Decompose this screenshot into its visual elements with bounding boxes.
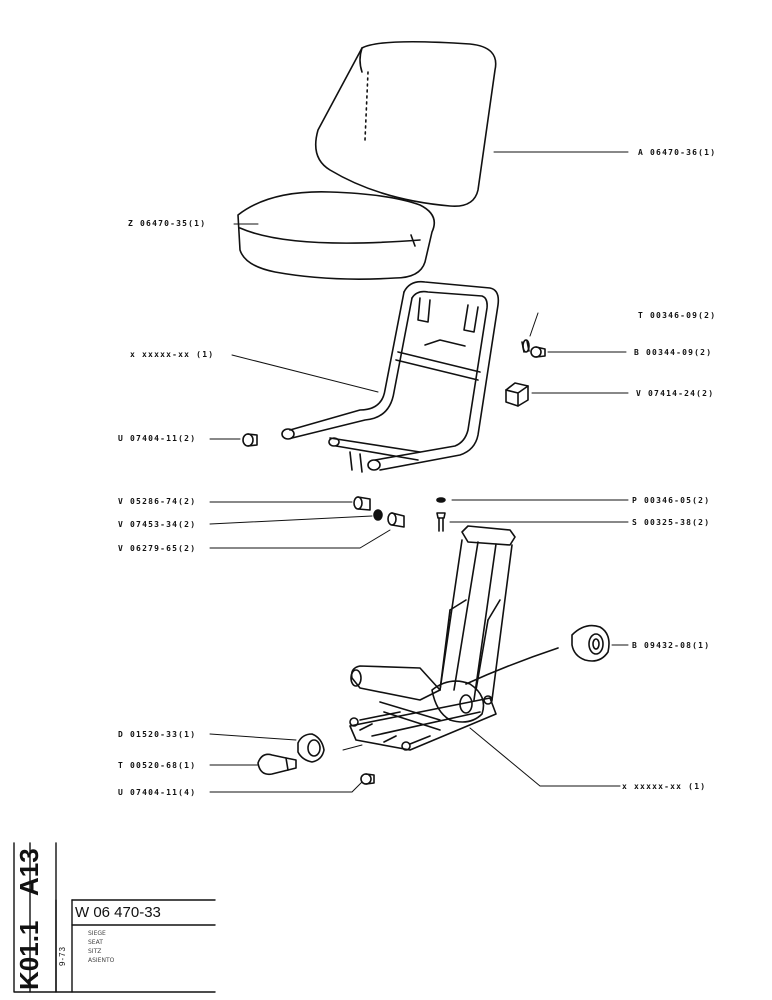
part-label-v06279: V 06279-65(2) — [118, 544, 197, 553]
part-label-p00346: P 00346-05(2) — [632, 496, 711, 505]
nut-d01520 — [297, 733, 325, 763]
page-code: K01.1 — [14, 920, 44, 990]
cap-u07404-lower — [360, 773, 375, 785]
description-es: ASIENTO — [88, 957, 115, 964]
bolt-b00344 — [530, 346, 546, 358]
part-label-s00325: S 00325-38(2) — [632, 518, 711, 527]
part-label-u07404-4: U 07404-11(4) — [118, 788, 197, 797]
knob-b09432 — [465, 624, 610, 685]
part-label-a06470: A 06470-36(1) — [638, 148, 717, 157]
title-block-frame — [13, 842, 216, 993]
part-label-frame-top: x xxxxx-xx (1) — [130, 350, 215, 359]
cap-u07404 — [242, 433, 258, 447]
part-label-u07404-2: U 07404-11(2) — [118, 434, 197, 443]
part-label-b09432: B 09432-08(1) — [632, 641, 711, 650]
description-de: SITZ — [88, 948, 102, 955]
spacer-v05286 — [353, 496, 371, 511]
part-label-v07453: V 07453-34(2) — [118, 520, 197, 529]
upper-seat-frame — [281, 280, 500, 473]
part-label-b00344: B 00344-09(2) — [634, 348, 713, 357]
leader-lines — [209, 151, 629, 793]
washer-v07453 — [373, 509, 383, 521]
section-code: A13 — [14, 848, 44, 896]
knob-t00520 — [257, 753, 297, 776]
part-label-v05286: V 05286-74(2) — [118, 497, 197, 506]
part-label-t00346: T 00346-09(2) — [638, 311, 717, 320]
part-label-t00520: T 00520-68(1) — [118, 761, 197, 770]
seat-cushion — [237, 191, 436, 280]
part-label-z06470: Z 06470-35(1) — [128, 219, 207, 228]
drawing-number: W 06 470-33 — [75, 904, 161, 921]
screw-s00325 — [436, 512, 446, 532]
description-en: SEAT — [88, 939, 103, 946]
pin-p00346 — [436, 497, 446, 503]
suspension-base — [349, 525, 516, 751]
description-fr: SIEGE — [88, 930, 106, 937]
bolt-t00346 — [521, 339, 530, 353]
bush-v06279 — [387, 512, 405, 528]
block-v07414 — [505, 382, 529, 407]
part-label-v07414: V 07414-24(2) — [636, 389, 715, 398]
drawing-date: 9-73 — [58, 945, 67, 966]
part-label-frame-bottom: x xxxxx-xx (1) — [622, 782, 707, 791]
part-label-d01520: D 01520-33(1) — [118, 730, 197, 739]
backrest-cushion — [314, 40, 497, 207]
